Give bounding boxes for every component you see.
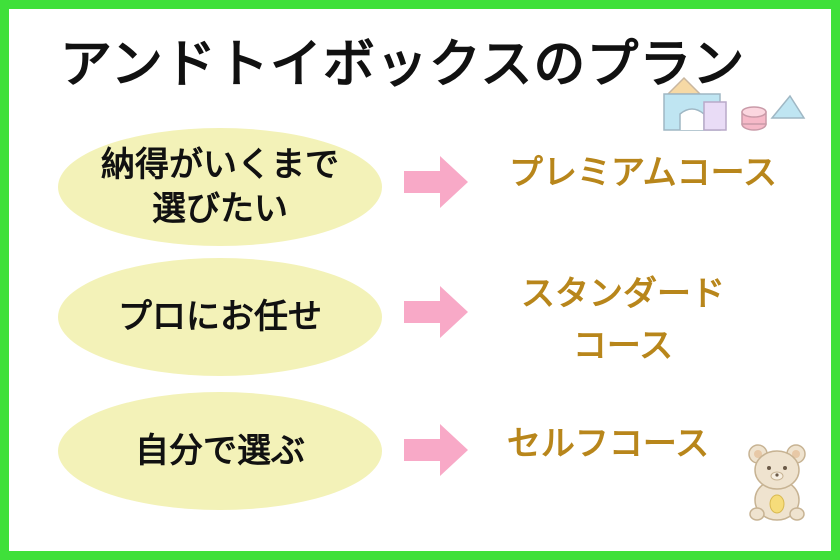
plan-premium: プレミアムコース bbox=[478, 147, 808, 199]
choice-line: プロにお任せ bbox=[118, 297, 322, 337]
choice-line: 選びたい bbox=[152, 189, 288, 229]
plan-line: コース bbox=[572, 326, 674, 366]
right-arrow-icon bbox=[404, 156, 468, 208]
plan-self: セルフコース bbox=[478, 418, 738, 470]
choice-ellipse-3: 自分で選ぶ bbox=[58, 392, 382, 510]
toy-blocks-icon bbox=[663, 76, 806, 131]
choice-line: 納得がいくまで bbox=[101, 145, 339, 185]
plan-line: プレミアムコース bbox=[509, 153, 777, 193]
page-title: アンドトイボックスのプラン bbox=[60, 35, 746, 95]
plan-standard: スタンダード コース bbox=[478, 268, 768, 372]
plan-line: スタンダード bbox=[521, 274, 725, 314]
plan-line: セルフコース bbox=[506, 424, 710, 464]
choice-ellipse-1: 納得がいくまで 選びたい bbox=[58, 128, 382, 246]
choice-line: 自分で選ぶ bbox=[135, 431, 305, 471]
right-arrow-icon bbox=[404, 286, 468, 338]
teddy-bear-icon bbox=[748, 444, 806, 521]
right-arrow-icon bbox=[404, 424, 468, 476]
choice-ellipse-2: プロにお任せ bbox=[58, 258, 382, 376]
